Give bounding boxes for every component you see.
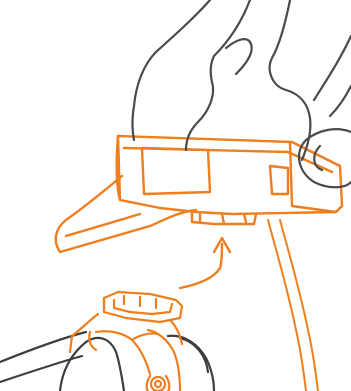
cable-icon: [268, 220, 318, 391]
hand-icon: [133, 0, 351, 187]
arrow-up-icon: [180, 238, 230, 288]
